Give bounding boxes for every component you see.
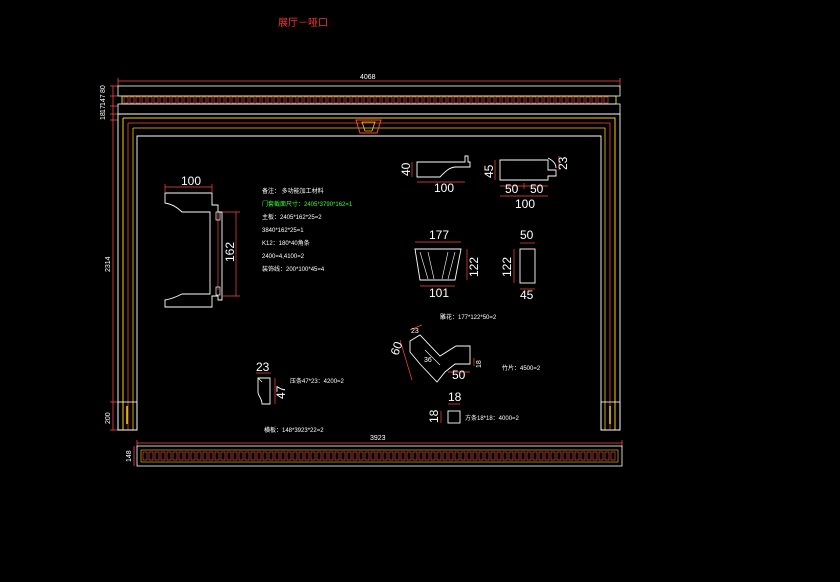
keystone-note: 雕花：177*122*50=2	[440, 313, 497, 321]
dentil-molding-bottom	[142, 451, 616, 461]
small-section-note: 压条47*23：4200=2	[290, 377, 345, 385]
section-a-height: 162	[223, 242, 237, 262]
keystone-dims	[415, 241, 535, 290]
crown-note: 竹片：4500=2	[502, 364, 541, 372]
frame-keystone	[355, 119, 382, 134]
square-h: 18	[427, 409, 441, 423]
note-line-7: 装饰线：200*100*45=4	[262, 265, 325, 273]
dim-top-80: 80	[100, 85, 107, 93]
section-b-height: 40	[399, 162, 413, 176]
note-line-6: 2400=4,4100=2	[262, 254, 305, 260]
section-b	[416, 155, 471, 178]
square-note: 方条18*18：4000=2	[465, 414, 520, 422]
square-w: 18	[448, 390, 462, 404]
crown-60: 60	[388, 339, 406, 357]
crown-36: 36	[424, 357, 432, 364]
dim-bottom-148: 148	[126, 450, 133, 462]
section-c-w1: 50	[505, 182, 519, 196]
dim-left-height: 2314	[105, 256, 112, 272]
note-line-1: 备注： 多功能加工材料	[262, 187, 324, 195]
section-b-dims	[411, 162, 465, 183]
small-section-h: 47	[274, 385, 288, 399]
note-line-2: 门套截面尺寸：2405*3790*162=1	[262, 200, 353, 208]
keystone-side-height: 122	[500, 257, 514, 277]
crown-profile	[409, 334, 471, 383]
keystone-bottom: 101	[429, 286, 449, 300]
dim-bottom-width: 3923	[370, 435, 386, 442]
section-a-width: 100	[181, 174, 201, 188]
dim-top-18: 18	[100, 112, 107, 120]
crown-23: 23	[411, 328, 419, 335]
keystone-detail	[414, 248, 536, 284]
door-frame	[117, 85, 621, 431]
small-section-dims	[256, 372, 276, 404]
section-c	[499, 157, 557, 181]
keystone-top: 177	[429, 228, 449, 242]
keystone-side-top: 50	[520, 228, 534, 242]
crown-50: 50	[452, 368, 466, 382]
dim-top-width: 4068	[360, 74, 376, 81]
section-c-dims	[494, 156, 560, 197]
note-line-3: 主板：2405*162*25=2	[262, 213, 322, 221]
dim-top-17: 17	[100, 105, 107, 113]
section-c-h2: 23	[556, 156, 570, 170]
small-section	[257, 377, 271, 405]
crown-18: 18	[476, 360, 483, 368]
section-c-h1: 45	[482, 164, 496, 178]
section-a-dims	[164, 184, 240, 297]
note-line-4: 3840*162*25=1	[262, 228, 304, 234]
drawing-title: 展厅－哑口	[278, 17, 328, 29]
keystone-side-bottom: 45	[520, 288, 534, 302]
dim-left	[110, 85, 118, 431]
dim-left-200: 200	[105, 412, 112, 424]
dentil-molding-top	[123, 96, 609, 104]
base-board	[136, 445, 623, 467]
crown-dims	[399, 324, 475, 381]
base-note: 横板：148*3923*22=2	[264, 426, 324, 434]
section-a	[164, 192, 223, 308]
keystone-height: 122	[467, 257, 481, 277]
note-line-5: K12：180*40角条	[262, 239, 310, 247]
section-c-w2: 50	[530, 182, 544, 196]
section-c-w: 100	[515, 197, 535, 211]
square-section	[440, 403, 461, 424]
dim-top-147: 147	[100, 94, 107, 106]
section-b-width: 100	[434, 181, 454, 195]
notes-block: 备注： 多功能加工材料 门套截面尺寸：2405*3790*162=1 主板：24…	[262, 187, 353, 273]
small-section-w: 23	[256, 360, 270, 374]
